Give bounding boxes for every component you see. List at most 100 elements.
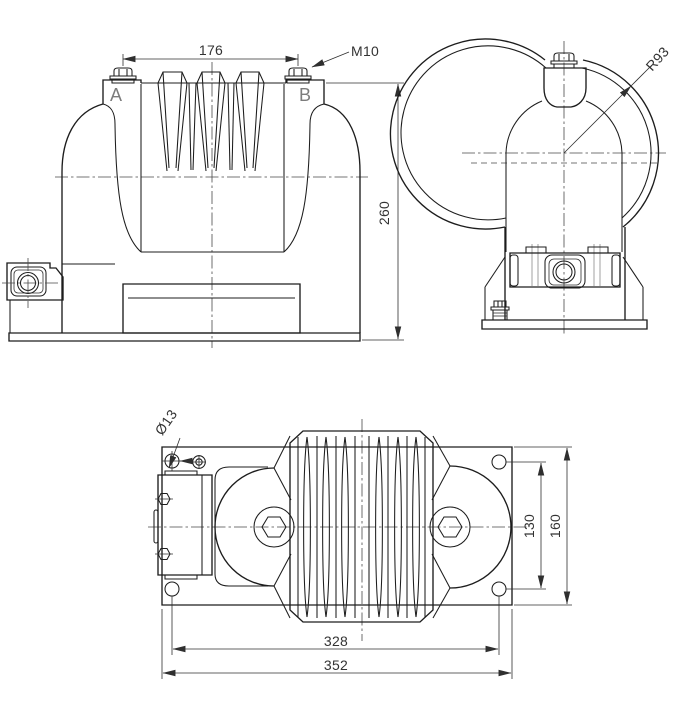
front-shoulder-curve-right bbox=[310, 104, 324, 124]
front-barrel-outer-right bbox=[284, 124, 310, 252]
side-outer-circle-right bbox=[583, 60, 658, 227]
dimension-352: 352 bbox=[162, 609, 512, 679]
box-side-flange bbox=[154, 510, 158, 543]
plan-right-boss-arc bbox=[450, 466, 511, 588]
fin-valley-edge bbox=[193, 83, 196, 170]
front-secondary-terminal-box bbox=[2, 258, 63, 333]
dimension-text-m10: M10 bbox=[351, 43, 379, 59]
plan-base-plate bbox=[162, 447, 512, 605]
box-socket-hole-inner bbox=[556, 264, 572, 280]
box-tab-left bbox=[526, 247, 546, 253]
front-nameplate bbox=[123, 284, 300, 333]
plan-fin-lines bbox=[298, 436, 425, 618]
terminal-box-frame bbox=[11, 267, 46, 296]
side-secondary-terminal-box bbox=[510, 247, 620, 288]
fin-edge bbox=[236, 83, 245, 171]
front-barrel-outer-left bbox=[115, 124, 141, 252]
bolt-head bbox=[494, 301, 506, 307]
dimension-text-176: 176 bbox=[199, 42, 223, 58]
box-cover-strip-top bbox=[165, 471, 197, 475]
fin-valley-edge bbox=[232, 83, 234, 170]
bolt-collar bbox=[554, 64, 574, 68]
box-flange-right bbox=[612, 255, 620, 286]
cone-edge bbox=[274, 436, 290, 468]
side-inner-circle-right bbox=[582, 68, 651, 218]
bolt-head bbox=[554, 53, 574, 61]
fin-edge bbox=[178, 83, 187, 171]
cone-edge bbox=[433, 588, 450, 618]
mounting-hole bbox=[492, 455, 506, 469]
front-shoulder-curve-left bbox=[103, 104, 115, 124]
plan-body-rounded-rect bbox=[215, 467, 268, 586]
cone-edge bbox=[433, 436, 450, 466]
fin-lens bbox=[376, 437, 383, 617]
box-socket-frame-inner bbox=[549, 259, 581, 285]
dimension-text-260: 260 bbox=[376, 201, 392, 225]
cone-edge bbox=[432, 466, 450, 500]
box-socket-frame bbox=[545, 255, 585, 288]
plan-terminal-box bbox=[154, 471, 212, 579]
fin-edge bbox=[202, 72, 208, 168]
dimension-130: 130 bbox=[506, 462, 546, 589]
fin-edge bbox=[241, 72, 247, 168]
side-window-arc-right bbox=[586, 101, 622, 153]
box-socket-hole-outer bbox=[553, 261, 575, 283]
bolt-collar bbox=[112, 79, 134, 83]
fin-edge bbox=[253, 72, 259, 168]
fin-cap bbox=[158, 72, 187, 83]
fin-edge bbox=[197, 83, 206, 171]
dimension-176: 176 bbox=[122, 42, 299, 66]
fin-valley-edge bbox=[228, 83, 230, 170]
dimension-328: 328 bbox=[172, 596, 499, 655]
side-view: R93 bbox=[390, 39, 672, 334]
side-terminal-bolt bbox=[551, 53, 577, 68]
front-base-plate bbox=[9, 333, 360, 341]
fin-lens bbox=[342, 437, 349, 617]
fin-lens bbox=[413, 437, 420, 617]
plan-fin-block-outline bbox=[290, 431, 433, 622]
mounting-hole bbox=[165, 582, 179, 596]
dimension-text-dia13: Ø13 bbox=[152, 406, 181, 438]
side-terminal-block bbox=[544, 68, 586, 107]
radius-leader bbox=[564, 85, 632, 153]
dimension-text-130: 130 bbox=[521, 514, 537, 538]
box-outline bbox=[510, 253, 620, 287]
fin-valley-edge bbox=[189, 83, 191, 170]
mounting-hole bbox=[492, 582, 506, 596]
terminal-hole-outer bbox=[18, 273, 39, 294]
plan-left-boss-arc bbox=[215, 468, 274, 586]
front-fin-stack bbox=[158, 72, 264, 171]
plan-view: Ø13 130 160 328 352 bbox=[148, 406, 572, 679]
bolt-hex-head bbox=[438, 517, 462, 537]
box-flange-left bbox=[510, 255, 518, 286]
box-tab-right bbox=[588, 247, 608, 253]
bolt-boss-circle bbox=[254, 507, 294, 547]
fin-edge bbox=[163, 72, 169, 168]
side-base-plate bbox=[482, 320, 647, 329]
fin-edge bbox=[216, 83, 225, 171]
dimension-text-160: 160 bbox=[547, 514, 563, 538]
terminal-b-label: B bbox=[299, 85, 311, 105]
fin-cap bbox=[236, 72, 264, 83]
terminal-bolt-a bbox=[110, 68, 136, 83]
dimension-160: 160 bbox=[514, 447, 572, 605]
radius-leader-tail bbox=[631, 65, 652, 86]
fin-edge bbox=[255, 83, 264, 171]
terminal-box-outline bbox=[7, 263, 63, 300]
bolt-collar bbox=[287, 79, 309, 83]
side-ground-bolt bbox=[491, 301, 509, 320]
cone-edge bbox=[274, 586, 290, 618]
gusset-diagonal-left bbox=[485, 257, 505, 287]
terminal-bolt-b bbox=[285, 68, 311, 83]
fin-cap bbox=[197, 72, 225, 83]
bolt-boss-circle bbox=[430, 507, 470, 547]
bolt-head bbox=[114, 68, 132, 76]
dimension-m10: M10 bbox=[311, 43, 379, 67]
side-inner-circle-left bbox=[401, 46, 546, 220]
cone-edge bbox=[274, 554, 291, 586]
front-body-left-outline bbox=[62, 80, 141, 333]
leader-line bbox=[169, 438, 180, 469]
fin-lens bbox=[323, 437, 330, 617]
cone-edge bbox=[432, 554, 450, 588]
